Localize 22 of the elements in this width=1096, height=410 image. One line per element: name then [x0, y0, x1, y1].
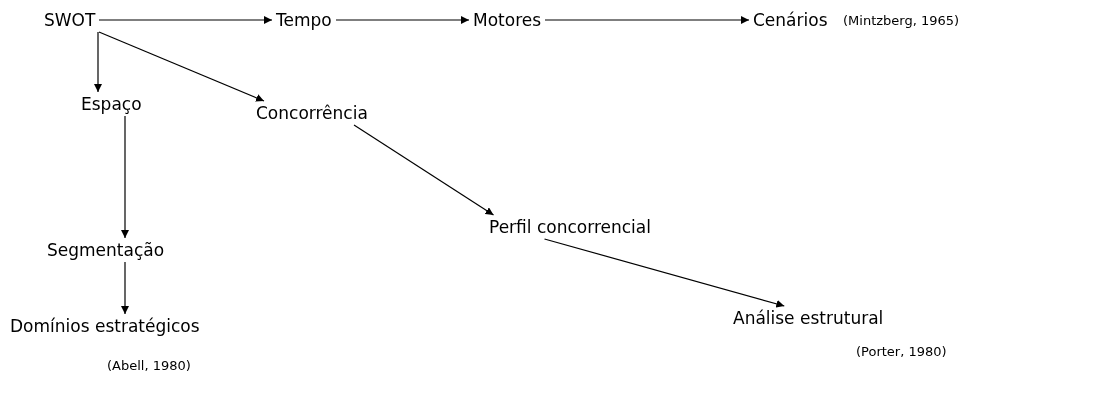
- citation: (Abell, 1980): [107, 358, 191, 373]
- arrow: [335, 16, 470, 24]
- citation: (Mintzberg, 1965): [843, 13, 960, 28]
- arrow: [98, 16, 273, 24]
- arrow: [544, 16, 750, 24]
- citation: (Porter, 1980): [856, 344, 947, 359]
- arrow: [353, 124, 495, 216]
- arrow: [543, 238, 785, 308]
- node-label: Tempo: [272, 8, 336, 32]
- node-label: Concorrência: [252, 101, 372, 125]
- node-label: Motores: [469, 8, 546, 32]
- node-label: SWOT: [40, 8, 100, 32]
- arrow: [121, 261, 129, 315]
- node-label: Domínios estratégicos: [6, 314, 204, 338]
- node-label: Segmentação: [43, 238, 169, 262]
- node-label: Espaço: [77, 92, 146, 116]
- arrow: [121, 115, 129, 239]
- arrow: [94, 31, 102, 93]
- node-label: Cenários: [749, 8, 832, 32]
- arrow: [98, 31, 265, 102]
- node-label: Análise estrutural: [729, 306, 888, 330]
- node-label: Perfil concorrencial: [485, 215, 655, 239]
